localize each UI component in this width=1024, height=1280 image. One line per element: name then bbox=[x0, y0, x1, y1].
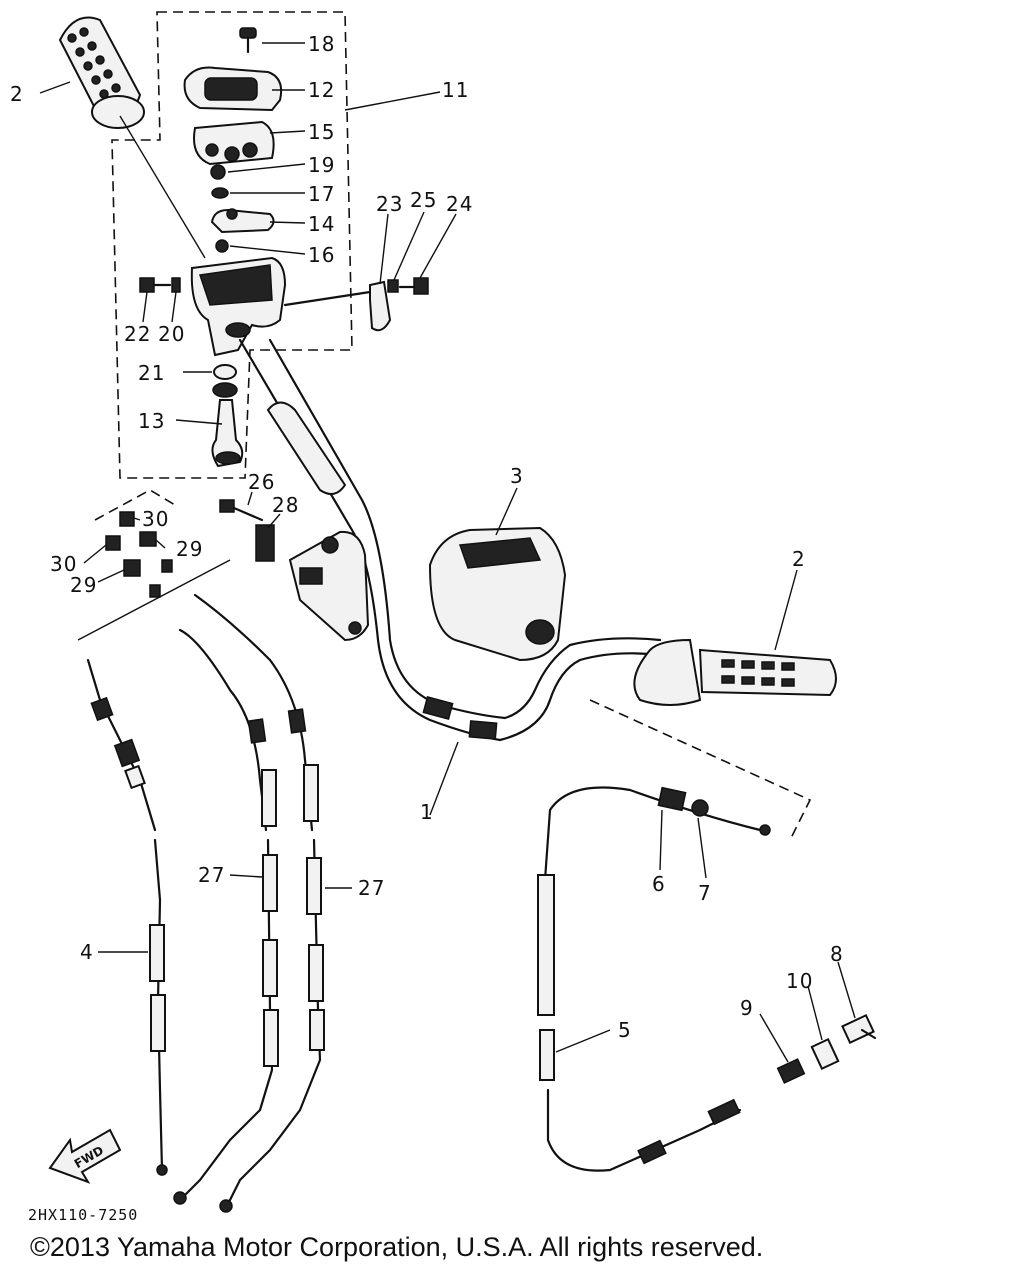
gasket-15 bbox=[193, 120, 275, 166]
callout-14: 14 bbox=[308, 212, 335, 236]
callout-27-left: 27 bbox=[198, 863, 225, 887]
right-grip bbox=[633, 638, 837, 706]
callout-13: 13 bbox=[138, 409, 165, 433]
callout-9: 9 bbox=[740, 996, 754, 1020]
screw-24 bbox=[398, 277, 429, 295]
left-grip bbox=[58, 16, 145, 129]
lever-14 bbox=[210, 208, 275, 234]
callout-23: 23 bbox=[376, 192, 403, 216]
nut-17 bbox=[211, 187, 229, 199]
callout-16: 16 bbox=[308, 243, 335, 267]
cable-fittings-29-30 bbox=[77, 511, 231, 641]
callout-18: 18 bbox=[308, 32, 335, 56]
clamp-28 bbox=[255, 524, 275, 562]
callout-11: 11 bbox=[442, 78, 469, 102]
cable-27b bbox=[193, 593, 325, 1213]
callout-24: 24 bbox=[446, 192, 473, 216]
switch-assembly bbox=[288, 530, 370, 642]
callout-2-left: 2 bbox=[10, 82, 24, 106]
callout-27-right: 27 bbox=[358, 876, 385, 900]
callout-12: 12 bbox=[308, 78, 335, 102]
callout-26: 26 bbox=[248, 470, 275, 494]
cable-27a bbox=[173, 628, 279, 1205]
callout-6: 6 bbox=[652, 872, 666, 896]
lever-link bbox=[283, 290, 372, 307]
screw-18 bbox=[239, 27, 257, 54]
callout-15: 15 bbox=[308, 120, 335, 144]
screw-22 bbox=[139, 277, 172, 293]
spring-9 bbox=[776, 1058, 806, 1084]
copyright-notice: ©2013 Yamaha Motor Corporation, U.S.A. A… bbox=[30, 1232, 764, 1262]
callout-1: 1 bbox=[420, 800, 434, 824]
bolt-26 bbox=[219, 499, 264, 522]
callout-30-left: 30 bbox=[50, 552, 77, 576]
callout-17: 17 bbox=[308, 182, 335, 206]
callout-25: 25 bbox=[410, 188, 437, 212]
leader-lines bbox=[39, 42, 856, 1063]
washer-25 bbox=[387, 279, 399, 293]
throttle-lever bbox=[369, 280, 392, 332]
cable-5 bbox=[537, 786, 771, 1172]
callout-30-top: 30 bbox=[142, 507, 169, 531]
washer-19 bbox=[210, 164, 226, 180]
callout-29-left: 29 bbox=[70, 573, 97, 597]
callout-4: 4 bbox=[80, 940, 94, 964]
callout-5: 5 bbox=[618, 1018, 632, 1042]
adjuster-8 bbox=[841, 1014, 877, 1044]
callout-10: 10 bbox=[786, 969, 813, 993]
spring-16 bbox=[215, 239, 229, 253]
cover-12 bbox=[183, 66, 283, 112]
fwd-arrow-icon: FWD bbox=[48, 1128, 122, 1184]
callout-20: 20 bbox=[158, 322, 185, 346]
callout-28: 28 bbox=[272, 493, 299, 517]
shaft-13 bbox=[211, 399, 244, 468]
washer-20 bbox=[171, 277, 181, 293]
callouts: 2 18 12 15 19 17 14 16 11 23 25 24 22 20… bbox=[10, 32, 844, 1042]
callout-7: 7 bbox=[698, 881, 712, 905]
cap-10 bbox=[810, 1037, 840, 1071]
assembly-box-11 bbox=[111, 11, 353, 479]
assembly-box-cables bbox=[94, 489, 176, 521]
lever-bracket-box bbox=[589, 699, 812, 841]
exploded-view: FWD bbox=[10, 11, 877, 1224]
callout-19: 19 bbox=[308, 153, 335, 177]
callout-22: 22 bbox=[124, 322, 151, 346]
callout-21: 21 bbox=[138, 361, 165, 385]
drawing-code: 2HX110-7250 bbox=[28, 1206, 138, 1224]
cable-4 bbox=[86, 658, 168, 1176]
bushing-21 bbox=[212, 364, 238, 398]
callout-2-right: 2 bbox=[792, 547, 806, 571]
switch-housing-3 bbox=[428, 526, 567, 662]
callout-3: 3 bbox=[510, 464, 524, 488]
callout-29-top: 29 bbox=[176, 537, 203, 561]
callout-8: 8 bbox=[830, 942, 844, 966]
handlebar bbox=[238, 338, 662, 742]
throttle-housing bbox=[190, 256, 287, 357]
